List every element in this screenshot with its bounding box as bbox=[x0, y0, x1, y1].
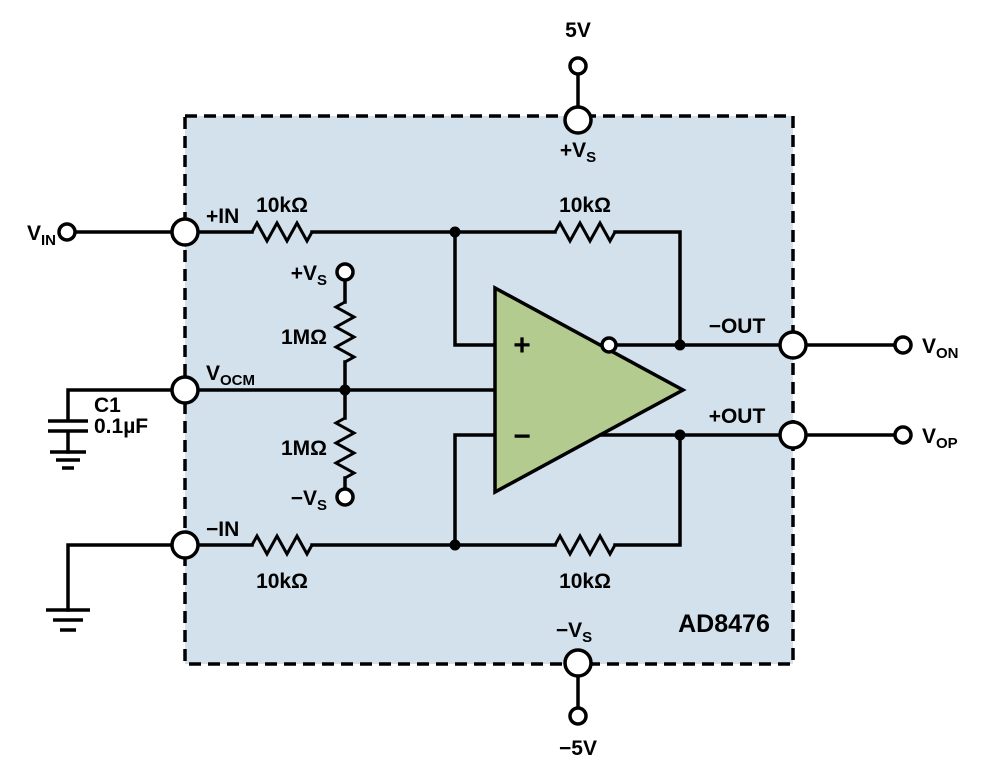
label-plus-in: +IN bbox=[206, 205, 239, 228]
label-vs-positive: +VS bbox=[560, 139, 596, 166]
ground-symbol-minus-in bbox=[46, 608, 90, 632]
terminal-von bbox=[893, 335, 913, 355]
terminal-divider-vs-pos bbox=[335, 262, 355, 282]
pin-vocm bbox=[170, 375, 200, 405]
inversion-bubble bbox=[600, 336, 618, 354]
junction-bottom bbox=[449, 539, 461, 551]
label-5v: 5V bbox=[565, 19, 591, 42]
label-divider-vs-pos: +VS bbox=[291, 262, 327, 289]
resistor-divider-top bbox=[332, 300, 358, 364]
label-vocm: VOCM bbox=[206, 362, 255, 389]
opamp-plus-input-sign: + bbox=[513, 329, 531, 362]
label-part-number: AD8476 bbox=[678, 610, 770, 638]
wire-to-minus-input bbox=[453, 433, 502, 547]
junction-top bbox=[449, 226, 461, 238]
resistor-feedback-bottom bbox=[553, 532, 617, 558]
pin-minus-in bbox=[170, 530, 200, 560]
label-resistor-divider-top: 1MΩ bbox=[281, 326, 327, 349]
wire-feedback-top bbox=[613, 230, 682, 347]
label-resistor-feedback-bottom: 10kΩ bbox=[559, 570, 611, 593]
opamp-minus-input-sign: − bbox=[513, 420, 531, 453]
pin-vs-positive bbox=[563, 105, 593, 135]
junction-minus-out bbox=[674, 339, 686, 351]
pin-plus-in bbox=[170, 217, 200, 247]
pin-vs-negative bbox=[563, 648, 593, 678]
label-resistor-divider-bottom: 1MΩ bbox=[281, 437, 327, 460]
label-cap-value: 0.1µF bbox=[94, 415, 148, 438]
wire-feedback-bottom bbox=[613, 433, 682, 547]
terminal-vop bbox=[893, 425, 913, 445]
junction-divider bbox=[339, 384, 351, 396]
label-minus-in: −IN bbox=[206, 518, 239, 541]
pin-plus-out bbox=[778, 420, 808, 450]
resistor-divider-bottom bbox=[332, 416, 358, 480]
terminal-5v bbox=[568, 56, 588, 76]
label-von: VON bbox=[922, 335, 959, 362]
label-plus-out: +OUT bbox=[709, 405, 766, 428]
resistor-input-bottom bbox=[250, 532, 314, 558]
label-vop: VOP bbox=[922, 425, 958, 452]
label-neg-5v: −5V bbox=[559, 737, 597, 760]
wire-to-plus-input bbox=[453, 230, 502, 347]
resistor-input-top bbox=[250, 219, 314, 245]
junction-plus-out bbox=[674, 429, 686, 441]
wire-minus-in-ground bbox=[66, 543, 175, 612]
terminal-divider-vs-neg bbox=[335, 487, 355, 507]
terminal-vin bbox=[57, 222, 77, 242]
label-minus-out: −OUT bbox=[709, 315, 766, 338]
pin-minus-out bbox=[778, 330, 808, 360]
label-cap-ref: C1 bbox=[94, 394, 121, 417]
opamp-triangle bbox=[493, 285, 687, 495]
resistor-feedback-top bbox=[553, 219, 617, 245]
ground-symbol-c1 bbox=[50, 450, 86, 470]
label-vin: VIN bbox=[27, 222, 56, 249]
label-resistor-input-bottom: 10kΩ bbox=[256, 570, 308, 593]
label-divider-vs-neg: −VS bbox=[291, 487, 327, 514]
label-resistor-feedback-top: 10kΩ bbox=[559, 194, 611, 217]
label-vs-negative: −VS bbox=[556, 619, 592, 646]
label-resistor-input-top: 10kΩ bbox=[256, 194, 308, 217]
wire-c1-branch bbox=[66, 388, 175, 420]
terminal-neg-5v bbox=[568, 706, 588, 726]
